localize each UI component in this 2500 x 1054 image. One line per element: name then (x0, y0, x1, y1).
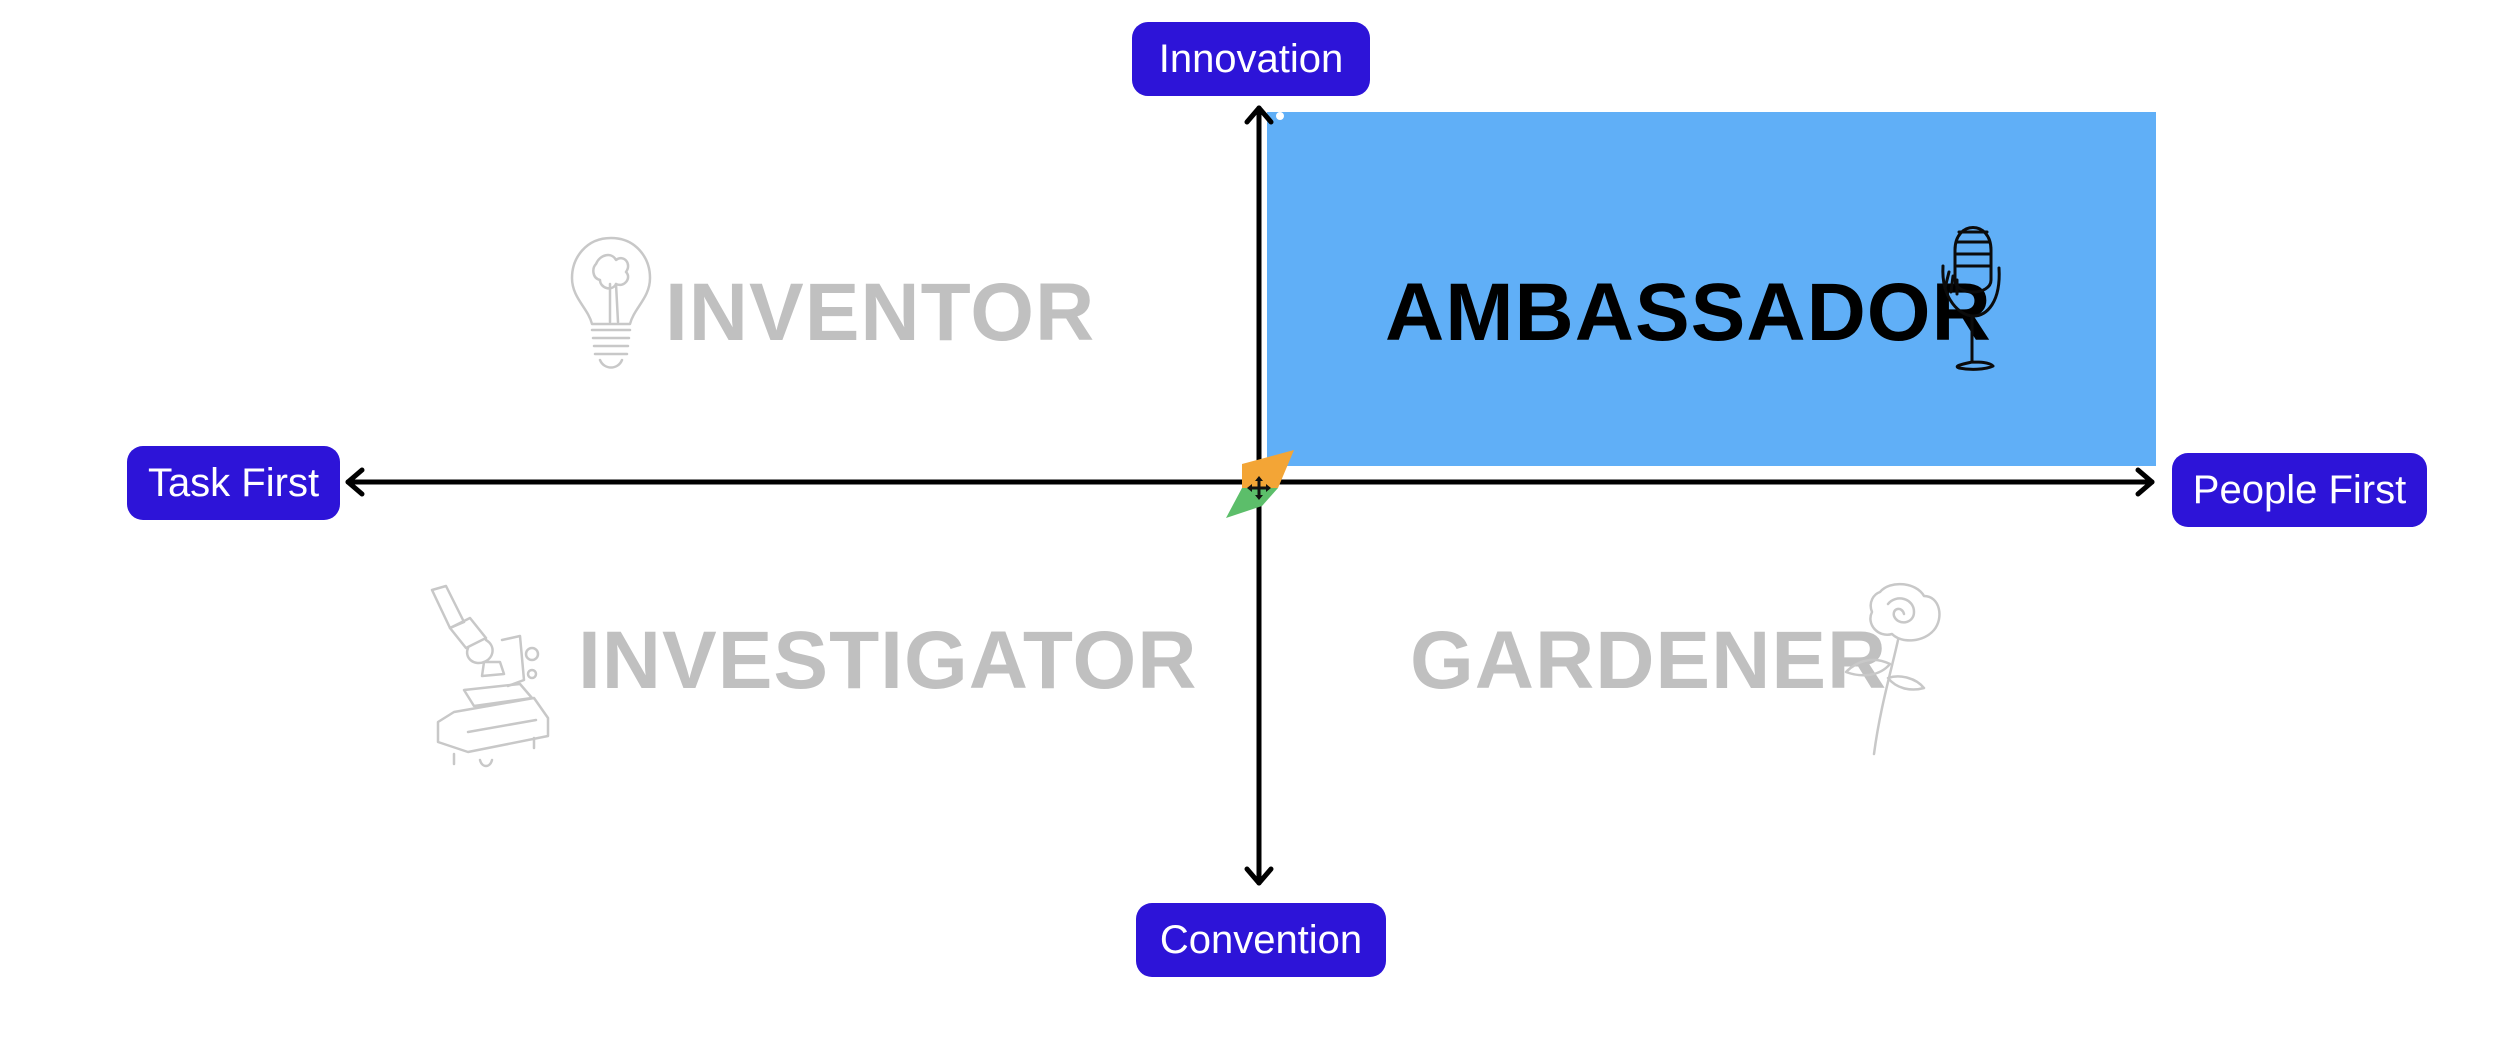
axis-label-task-first[interactable]: Task First (127, 446, 340, 520)
quadrant-label-inventor: INVENTOR (665, 267, 1096, 358)
axis-label-convention[interactable]: Convention (1136, 903, 1386, 977)
rose-icon (1844, 583, 1941, 756)
microphone-icon (1941, 226, 2001, 371)
move-handle-icon[interactable] (1218, 448, 1300, 520)
quadrant-label-gardener: GARDENER (1410, 615, 1888, 706)
lightbulb-icon (570, 236, 652, 369)
resize-dot (1276, 112, 1284, 120)
axis-label-people-first[interactable]: People First (2172, 453, 2427, 527)
quadrant-label-ambassador: AMBASSADOR (1385, 267, 1992, 358)
arrow-right (2135, 467, 2155, 497)
arrow-left (345, 467, 365, 497)
microscope-icon (430, 584, 550, 768)
ambassador-quadrant-highlight[interactable] (1267, 112, 2156, 466)
arrow-down (1244, 866, 1274, 886)
quadrant-label-investigator: INVESTIGATOR (578, 615, 1198, 706)
axis-label-innovation[interactable]: Innovation (1132, 22, 1370, 96)
arrow-up (1244, 105, 1274, 125)
